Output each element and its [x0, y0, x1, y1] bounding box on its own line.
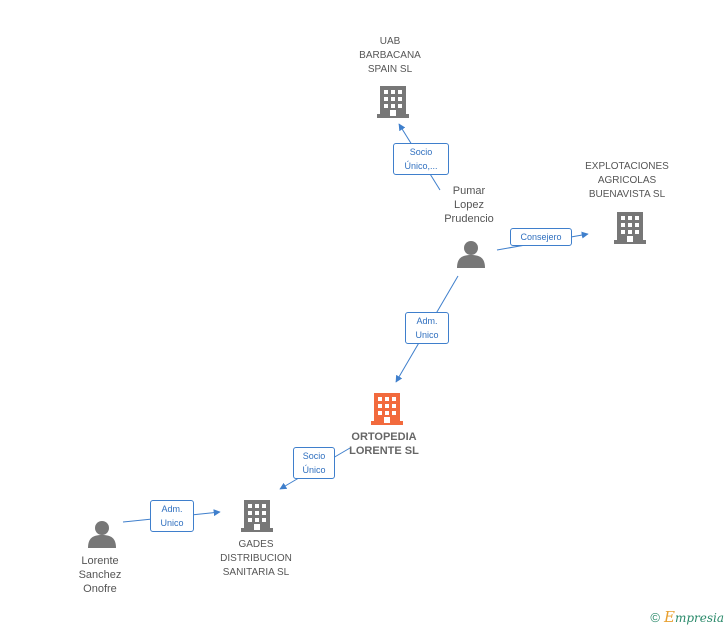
- building-icon[interactable]: [377, 86, 409, 118]
- edge-label-socio-unico-gades[interactable]: Socio Único: [293, 447, 335, 479]
- copyright-symbol: ©: [650, 609, 660, 625]
- node-label-ortopedia[interactable]: ORTOPEDIA LORENTE SL: [349, 431, 419, 457]
- node-label-lorente[interactable]: Lorente Sanchez Onofre: [78, 555, 122, 595]
- node-label-explotaciones[interactable]: EXPLOTACIONES AGRICOLAS BUENAVISTA SL: [585, 161, 669, 200]
- edge-label-adm-unico-ortopedia[interactable]: Adm. Unico: [405, 312, 449, 344]
- brand-rest: mpresia: [674, 611, 724, 625]
- edge-label-consejero[interactable]: Consejero: [510, 228, 572, 246]
- node-label-pumar[interactable]: Pumar Lopez Prudencio: [444, 185, 494, 225]
- person-icon[interactable]: [88, 521, 116, 548]
- edge-label-socio-unico-uab[interactable]: Socio Único,...: [393, 143, 449, 175]
- person-icon[interactable]: [457, 241, 485, 268]
- edge-label-adm-unico-gades[interactable]: Adm. Unico: [150, 500, 194, 532]
- building-icon[interactable]: [371, 393, 403, 425]
- empresia-logo[interactable]: Empresia: [664, 608, 724, 626]
- building-icon[interactable]: [241, 500, 273, 532]
- footer-branding: © Empresia: [650, 608, 724, 626]
- brand-initial: E: [663, 608, 675, 626]
- building-icon[interactable]: [614, 212, 646, 244]
- node-label-gades[interactable]: GADES DISTRIBUCION SANITARIA SL: [220, 539, 292, 578]
- node-label-uab-barbacana[interactable]: UAB BARBACANA SPAIN SL: [359, 36, 421, 75]
